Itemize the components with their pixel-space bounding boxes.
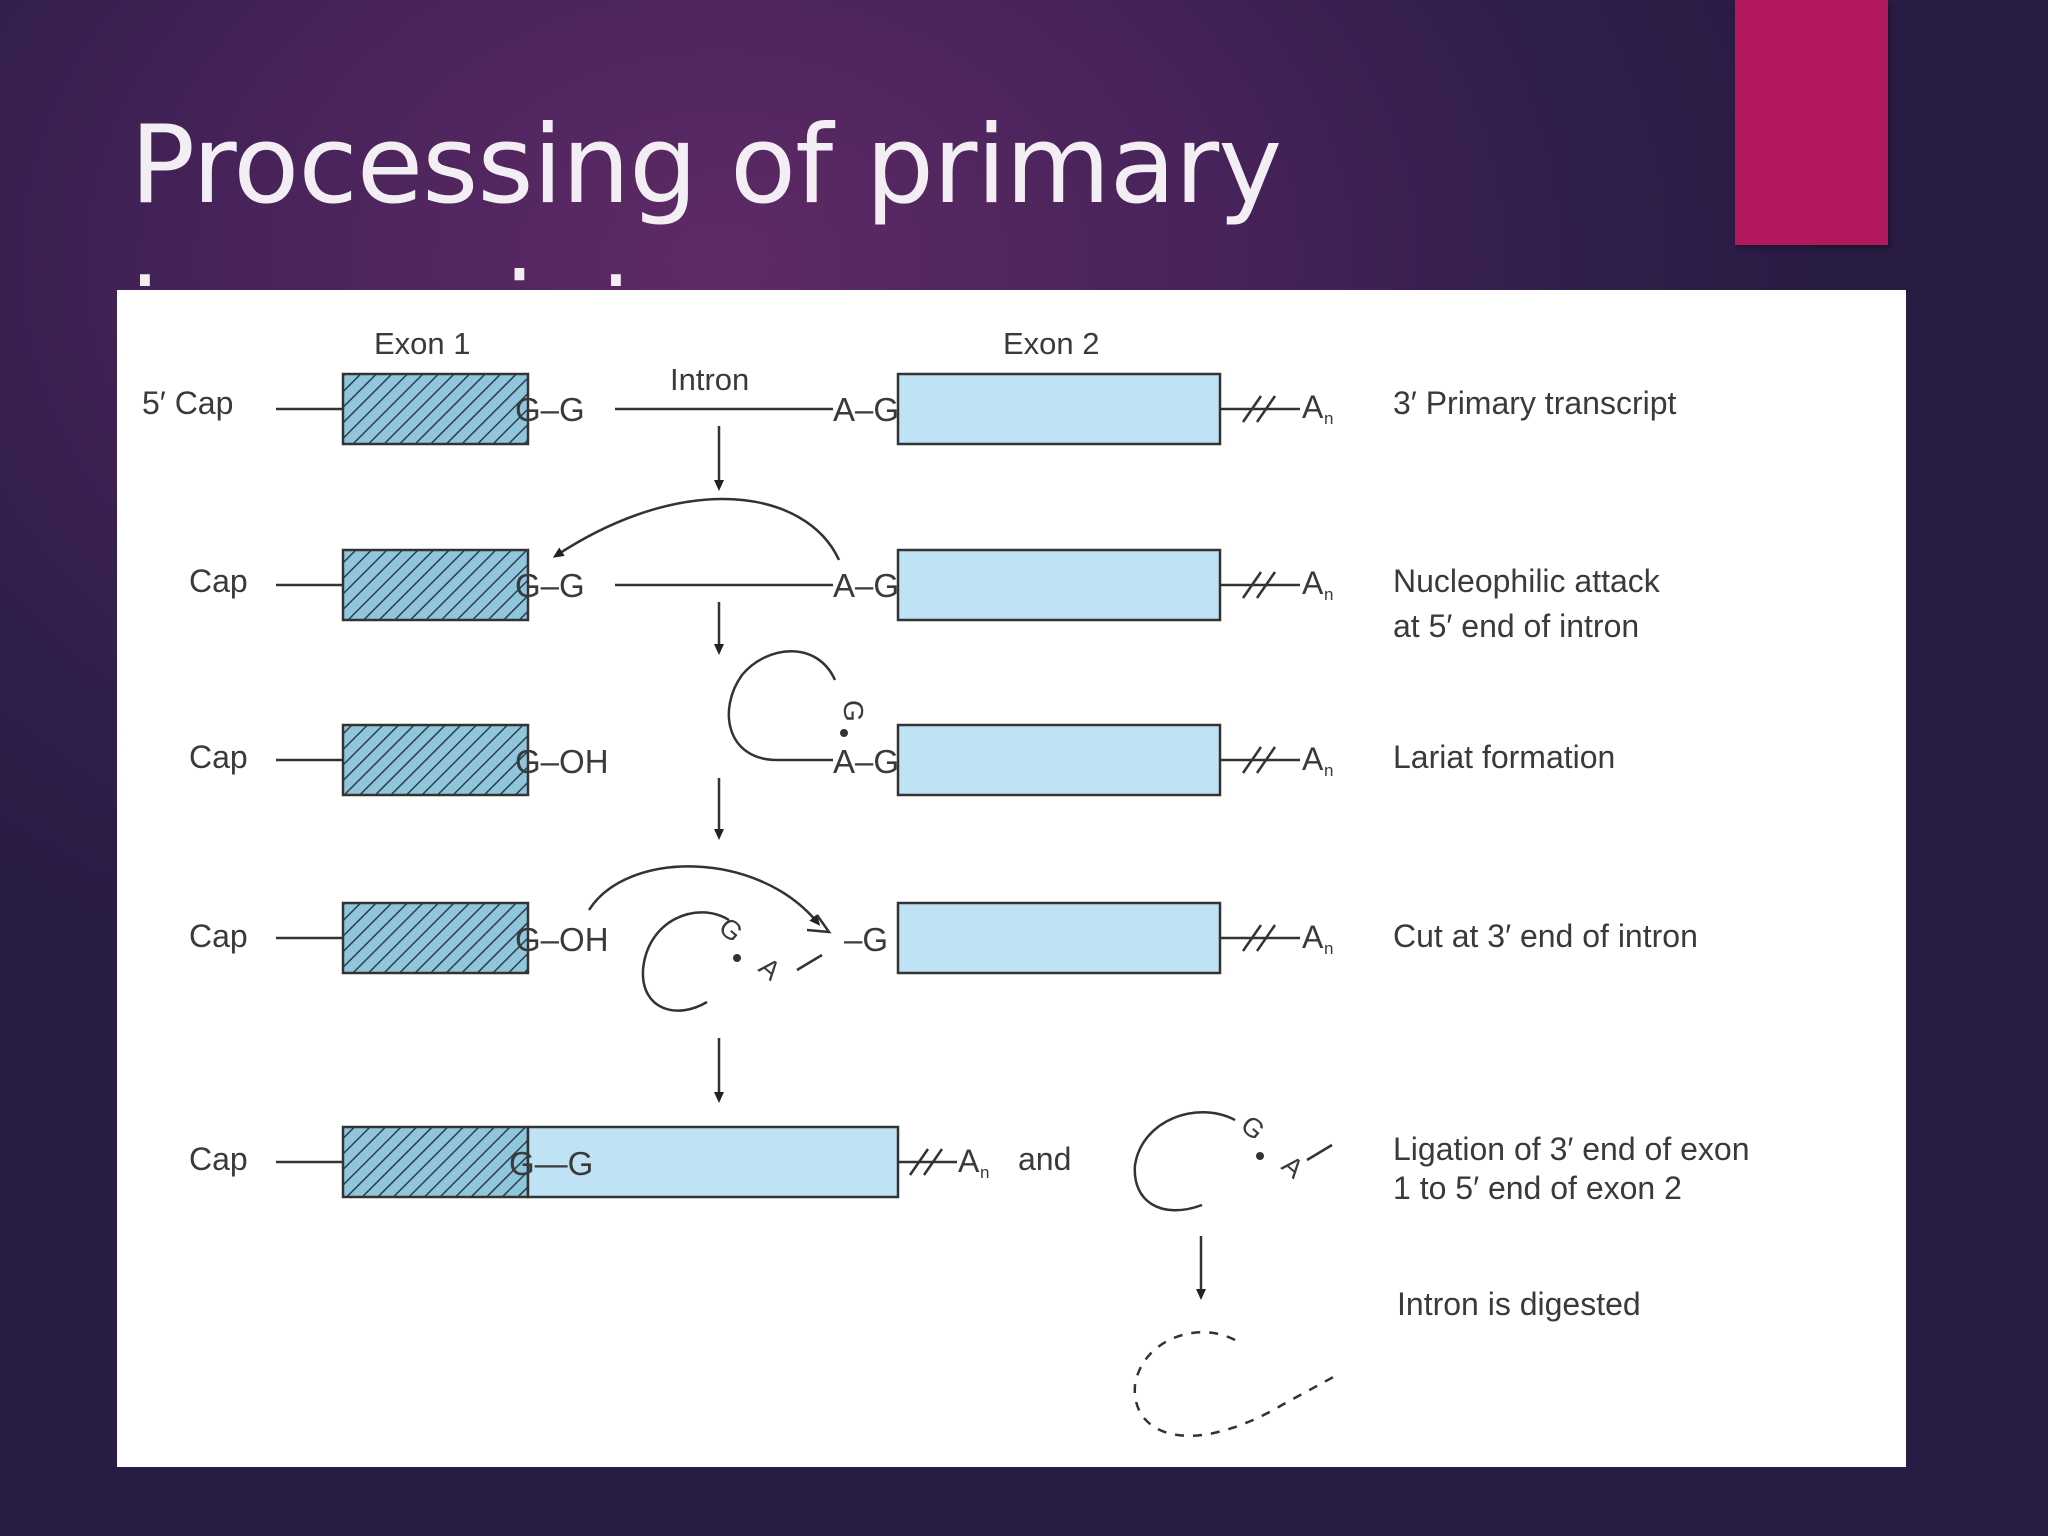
row3-lariat <box>727 650 837 762</box>
step5-label-line1: Ligation of 3′ end of exon <box>1393 1131 1750 1167</box>
row4-cap-label: Cap <box>189 918 248 954</box>
step2-label-line2: at 5′ end of intron <box>1393 608 1639 644</box>
row1-poly-a-sub: n <box>1324 409 1333 428</box>
row3-lariat-g: G <box>838 700 869 722</box>
step6-label: Intron is digested <box>1397 1286 1641 1322</box>
row5-break-mark <box>908 1148 944 1176</box>
row3-cap-label: Cap <box>189 739 248 775</box>
step3-label: Lariat formation <box>1393 739 1615 775</box>
row5-ligated-gg: G—G <box>509 1145 593 1182</box>
step5-label-line2: 1 to 5′ end of exon 2 <box>1393 1170 1682 1206</box>
splicing-diagram: Exon 1 Exon 2 Intron 5′ Cap G–G A–G A n … <box>117 290 1906 1467</box>
row4-lariat-a: A <box>753 952 786 987</box>
exon1-attack-arrow <box>587 865 821 926</box>
row4-exon1 <box>341 901 530 975</box>
row4-lariat <box>641 911 730 1012</box>
and-word: and <box>1018 1141 1071 1177</box>
row5-exon2 <box>526 1125 900 1199</box>
row1-junction-gg: G–G <box>515 391 585 428</box>
excised-lariat-tail <box>1306 1143 1333 1162</box>
row3-branch-dot <box>840 729 848 737</box>
row4-poly-a-sub: n <box>1324 939 1333 958</box>
step2-label-line1: Nucleophilic attack <box>1393 563 1661 599</box>
row2-exon2 <box>896 548 1222 622</box>
row5-cap-label: Cap <box>189 1141 248 1177</box>
row4-exon2 <box>896 901 1222 975</box>
row1-cap-label: 5′ Cap <box>142 385 233 421</box>
row4-g-oh: G–OH <box>515 921 609 958</box>
row3-poly-a-sub: n <box>1324 761 1333 780</box>
exon1-label: Exon 1 <box>374 326 471 361</box>
digested-intron <box>1133 1331 1338 1438</box>
row3-poly-a: A <box>1302 741 1324 777</box>
intron-label: Intron <box>670 362 749 397</box>
nucleophilic-attack-arrow <box>552 497 841 561</box>
row1-exon2 <box>896 372 1222 446</box>
splicing-diagram-svg: Exon 1 Exon 2 Intron 5′ Cap G–G A–G A n … <box>142 326 1750 1438</box>
row3-exon1 <box>341 723 530 797</box>
row4-branch-dot <box>733 954 741 962</box>
row4-poly-a: A <box>1302 919 1324 955</box>
row1-junction-ag: A–G <box>833 391 899 428</box>
exon2-label: Exon 2 <box>1003 326 1100 361</box>
slide-title: Processing of primary transcript <box>130 103 1282 286</box>
row1-poly-a: A <box>1302 389 1324 425</box>
row2-break-mark <box>1241 571 1277 599</box>
row2-exon1 <box>341 548 530 622</box>
row3-g-oh: G–OH <box>515 743 609 780</box>
excised-branch-dot <box>1256 1152 1264 1160</box>
accent-bar <box>1735 0 1888 245</box>
row4-lariat-tail <box>796 953 823 972</box>
row4-lariat-g: G <box>713 912 748 948</box>
row5-exon1 <box>341 1125 530 1199</box>
row4-break-mark <box>1241 924 1277 952</box>
step4-label: Cut at 3′ end of intron <box>1393 918 1698 954</box>
row5-poly-a: A <box>958 1143 980 1179</box>
excised-lariat-a: A <box>1276 1150 1309 1185</box>
step1-label: 3′ Primary transcript <box>1393 385 1677 421</box>
row5-poly-a-sub: n <box>980 1163 989 1182</box>
cut-mark <box>806 914 832 934</box>
excised-lariat <box>1133 1111 1236 1212</box>
row2-cap-label: Cap <box>189 563 248 599</box>
row2-junction-gg: G–G <box>515 567 585 604</box>
row3-break-mark <box>1241 746 1277 774</box>
row1-break-mark <box>1241 395 1277 423</box>
excised-lariat-g: G <box>1235 1110 1270 1146</box>
row1-exon1 <box>341 372 530 446</box>
row3-junction-ag: A–G <box>833 743 899 780</box>
row4-dash-g: –G <box>844 921 888 958</box>
row2-poly-a: A <box>1302 565 1324 601</box>
row3-exon2 <box>896 723 1222 797</box>
row2-poly-a-sub: n <box>1324 585 1333 604</box>
row2-junction-ag: A–G <box>833 567 899 604</box>
